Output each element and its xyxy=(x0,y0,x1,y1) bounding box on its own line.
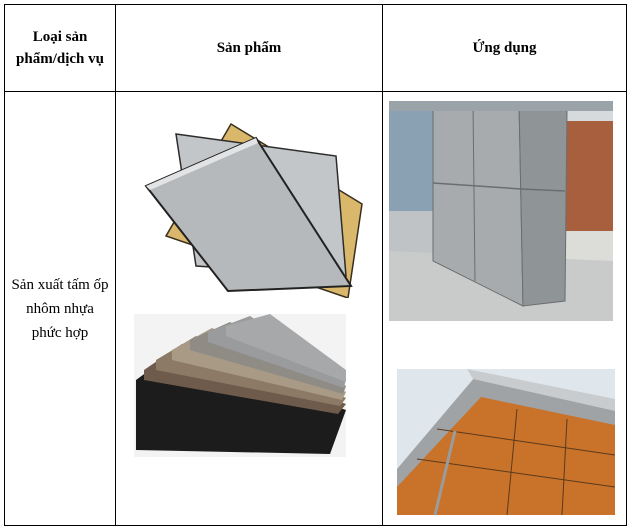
building-soffit-cladding-image xyxy=(397,369,615,515)
building-column-cladding-image xyxy=(389,101,613,321)
product-images-cell xyxy=(115,91,383,526)
header-application: Ứng dụng xyxy=(382,4,627,92)
header-service-type: Loại sản phẩm/dịch vụ xyxy=(4,4,116,92)
colored-panel-swatches-image xyxy=(134,314,346,457)
table-row: Sản xuất tấm ốp nhôm nhựa phức hợp xyxy=(4,91,627,526)
application-images-cell xyxy=(382,91,627,526)
header-product: Sản phẩm xyxy=(115,4,383,92)
service-name-cell: Sản xuất tấm ốp nhôm nhựa phức hợp xyxy=(4,91,116,526)
composite-panel-sheets-image xyxy=(136,116,366,298)
header-row: Loại sản phẩm/dịch vụ Sản phẩm Ứng dụng xyxy=(4,4,627,92)
product-table: Loại sản phẩm/dịch vụ Sản phẩm Ứng dụng … xyxy=(4,4,627,526)
